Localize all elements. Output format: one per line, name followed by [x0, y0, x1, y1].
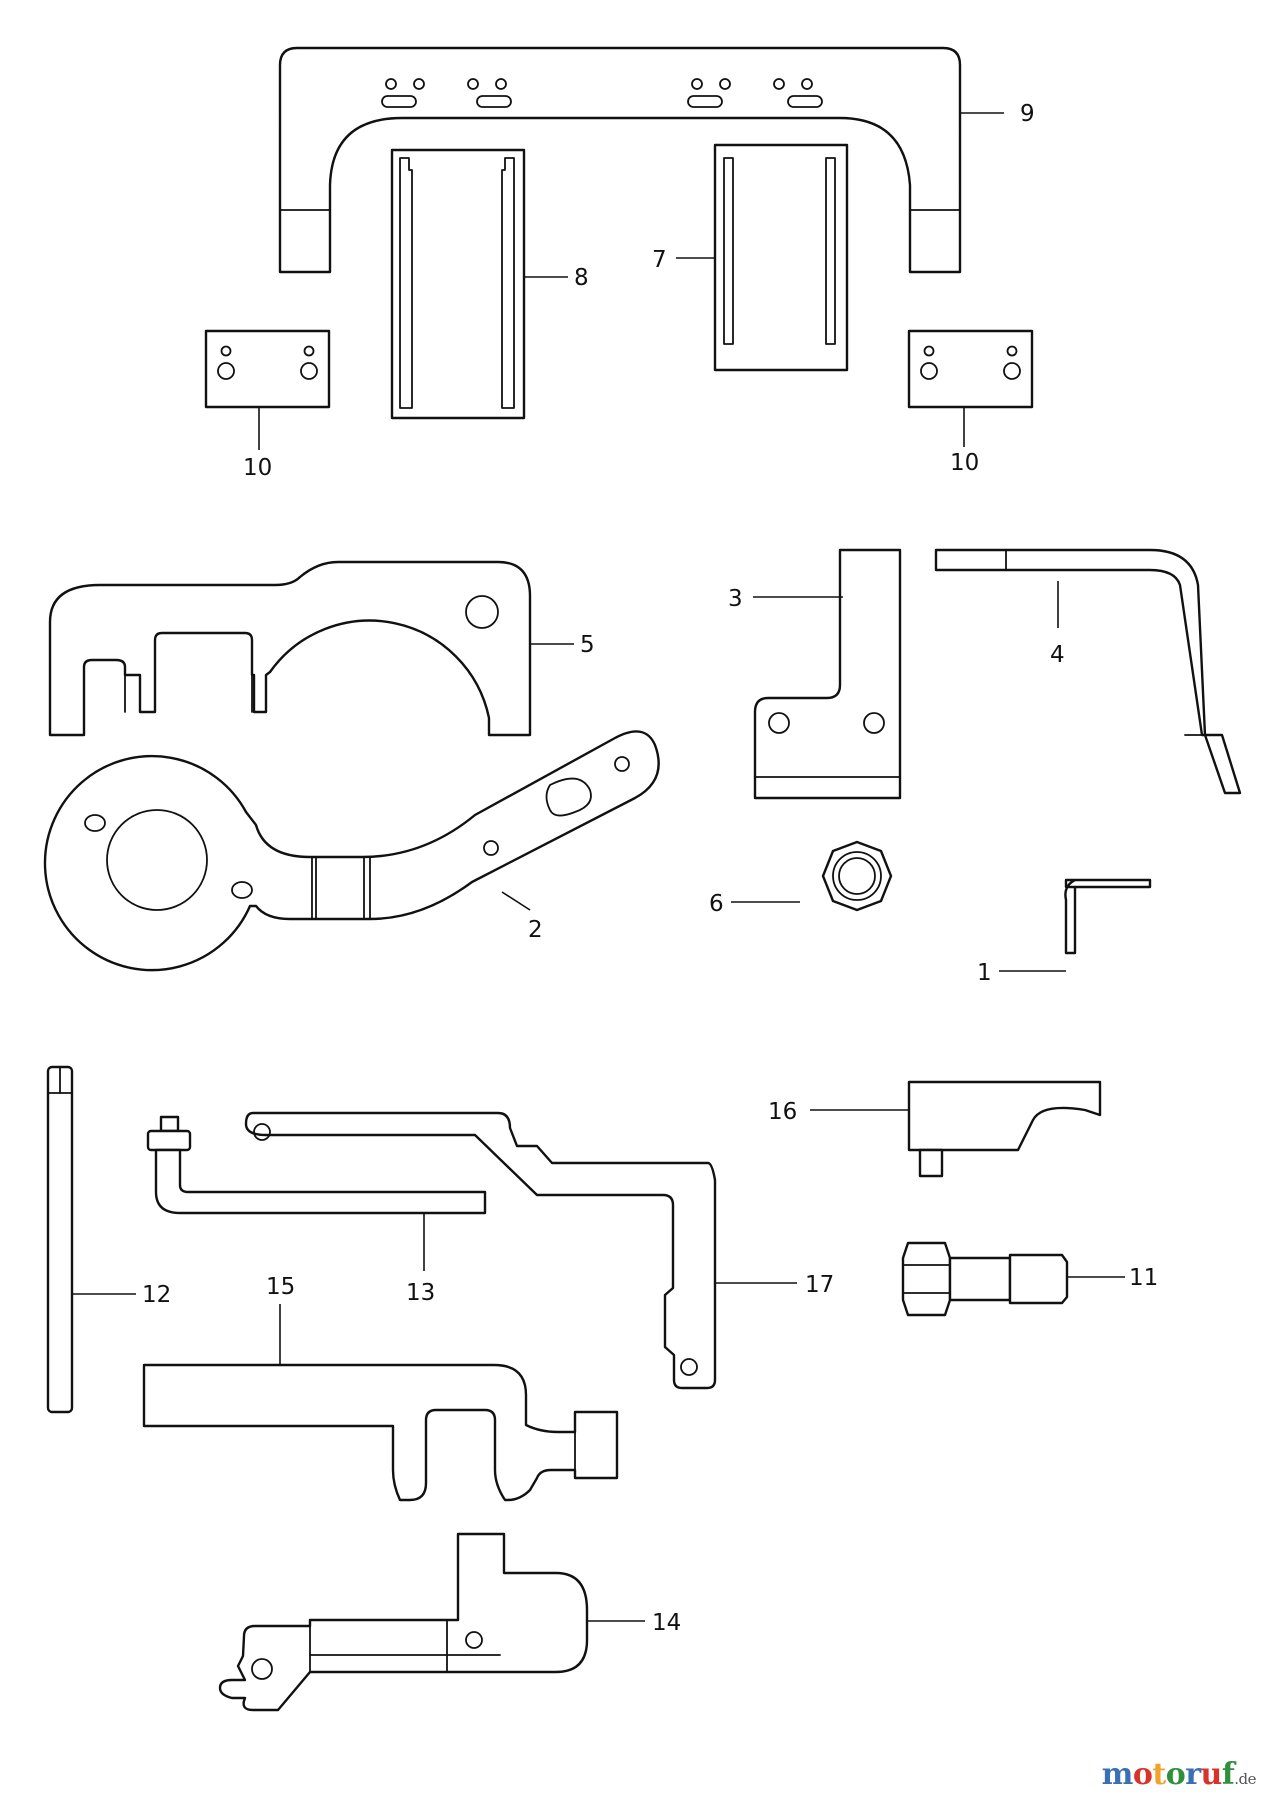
- part-13-pin: [146, 1115, 487, 1271]
- part-10-left: [204, 329, 331, 450]
- callout-10-right: 10: [950, 450, 979, 476]
- part-1-pin: [999, 878, 1152, 972]
- logo-letter: o: [1165, 1757, 1186, 1792]
- callout-16: 16: [768, 1099, 797, 1125]
- part-3-bracket: [753, 548, 902, 800]
- logo-letter: r: [1185, 1757, 1201, 1792]
- callout-17: 17: [805, 1272, 834, 1298]
- part-4-rod: [934, 548, 1242, 795]
- logo-letter: t: [1152, 1757, 1166, 1792]
- callout-10-left: 10: [243, 455, 272, 481]
- callout-11: 11: [1129, 1265, 1158, 1291]
- part-16-block: [810, 1080, 1102, 1178]
- part-12-pin: [46, 1065, 136, 1414]
- logo-letter: m: [1101, 1757, 1134, 1792]
- callout-12: 12: [142, 1282, 171, 1308]
- logo-letter: u: [1200, 1757, 1223, 1792]
- logo-wordmark: motoruf: [1102, 1757, 1235, 1792]
- logo-tld: .de: [1234, 1770, 1256, 1788]
- callout-2: 2: [528, 917, 543, 943]
- callout-9: 9: [1020, 101, 1035, 127]
- part-17-lever: [244, 1111, 797, 1390]
- part-2-wrench: [43, 730, 660, 972]
- callout-7: 7: [652, 247, 667, 273]
- callout-labels: 9 8 7 10 10 5 3 4 2 6 1 16 12 13 15 17 1…: [142, 101, 1158, 1636]
- callout-14: 14: [652, 1610, 681, 1636]
- callout-15: 15: [266, 1274, 295, 1300]
- callout-4: 4: [1050, 642, 1065, 668]
- part-8-plate: [390, 148, 568, 420]
- callout-13: 13: [406, 1280, 435, 1306]
- part-11-bolt: [901, 1241, 1125, 1317]
- part-7-plate: [676, 143, 849, 372]
- callout-8: 8: [574, 265, 589, 291]
- callout-5: 5: [580, 632, 595, 658]
- callout-6: 6: [709, 891, 724, 917]
- part-10-right: [907, 329, 1034, 447]
- motoruf-logo: motoruf.de: [1102, 1757, 1257, 1792]
- callout-1: 1: [977, 960, 992, 986]
- part-14-lever: [218, 1532, 645, 1712]
- part-9-bridge: [278, 46, 1004, 274]
- logo-letter: f: [1221, 1757, 1235, 1792]
- part-15-tool: [142, 1304, 619, 1502]
- part-5-plate: [48, 560, 574, 737]
- part-6-nut: [731, 840, 893, 912]
- callout-3: 3: [728, 586, 743, 612]
- logo-letter: o: [1132, 1757, 1153, 1792]
